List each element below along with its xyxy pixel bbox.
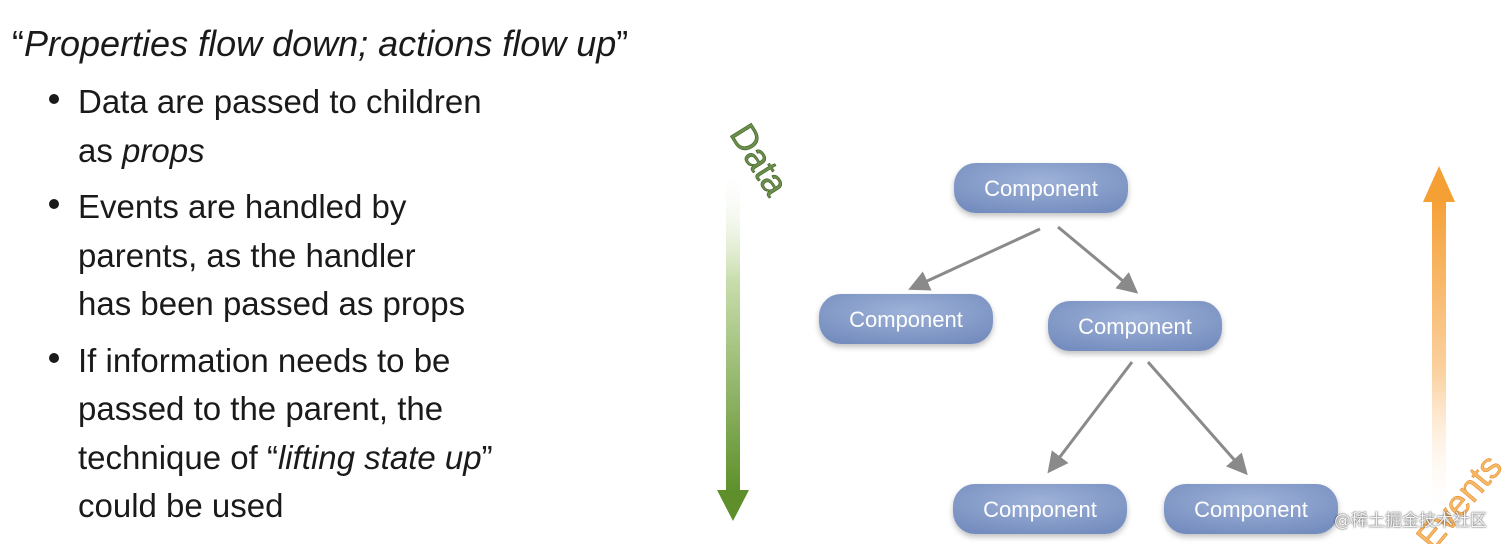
bullet-item: If information needs to be passed to the… [46,337,493,531]
title-text: Properties flow down; actions flow up [24,23,617,64]
node-label: Component [983,497,1097,522]
component-node-bottom-right: Component [1164,484,1338,534]
bullet-list: Data are passed to children as props Eve… [46,78,493,539]
data-flow-arrow: Data [717,116,798,521]
node-box [1048,301,1222,351]
bullet-line: Events are handled by [78,188,407,225]
node-label: Component [849,307,963,332]
node-label: Component [984,176,1098,201]
events-arrow-shaft [1432,198,1446,518]
node-box [1164,484,1338,534]
bullet-item: Events are handled by parents, as the ha… [46,183,493,329]
component-node-left: Component [819,294,993,344]
edge-right-bottom-right [1146,361,1248,476]
bullet-line: technique of “lifting state up” [78,438,493,476]
bullet-line: parents, as the handler [78,236,416,274]
node-box [953,484,1127,534]
edge-root-left [908,227,1041,291]
bullet-line: could be used [78,487,284,524]
node-box [954,163,1128,213]
watermark: @稀土掘金技术社区 [1334,511,1487,531]
bullet-dot-icon [49,199,59,209]
events-arrow-head-icon [1423,166,1455,202]
bullet-line: If information needs to be [78,341,451,379]
edge-root-right [1057,225,1139,294]
component-node-bottom-left: Component [953,484,1127,534]
bullet-line: has been passed as props [78,285,466,322]
slide-title: “Properties flow down; actions flow up” [12,18,628,70]
bullet-item: Data are passed to children as props [46,78,493,175]
component-node-right: Component [1048,301,1222,351]
component-node-root: Component [954,163,1128,213]
node-label: Component [1078,314,1192,339]
events-flow-arrow: Events [1408,166,1510,544]
data-arrow-head-icon [717,490,749,521]
edge-right-bottom-left [1047,361,1134,474]
bullet-line: passed to the parent, the [78,390,444,427]
node-box [819,294,993,344]
bullet-line: as props [78,131,205,169]
bullet-line: Data are passed to children [78,83,482,120]
bullet-dot-icon [49,352,59,363]
bullet-dot-icon [49,94,59,104]
data-arrow-label: Data [722,116,798,203]
title-open-quote: “ [12,23,24,64]
data-arrow-shaft [726,168,740,494]
title-close-quote: ” [616,23,629,64]
node-label: Component [1194,497,1308,522]
